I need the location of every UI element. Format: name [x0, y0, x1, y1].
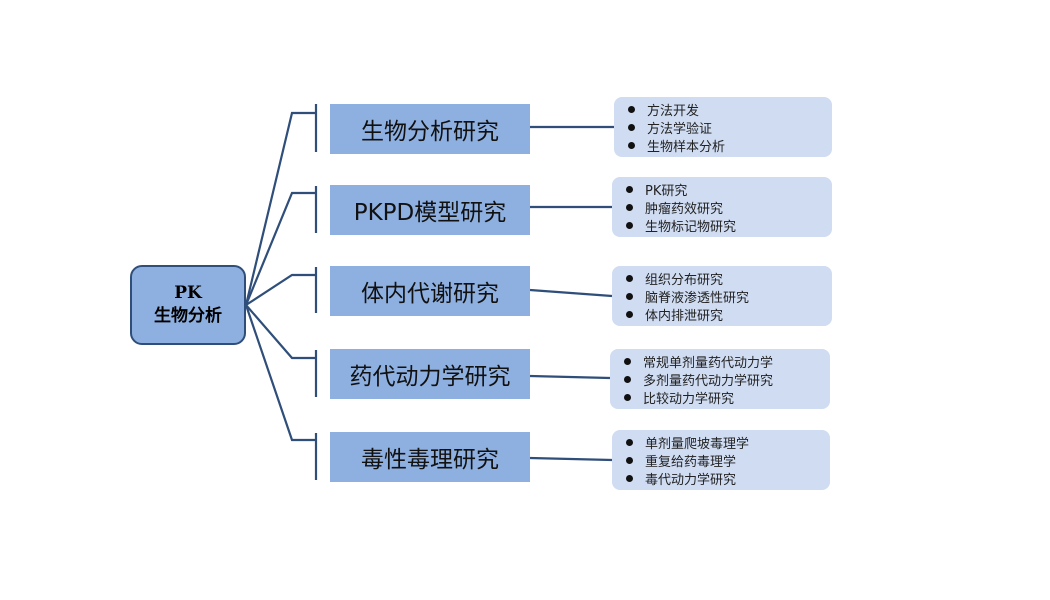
list-item: 生物标记物研究	[626, 216, 832, 235]
connector-branch-1	[244, 111, 316, 306]
item-text: PK研究	[645, 183, 688, 199]
bullet-icon	[626, 474, 633, 482]
bullet-icon	[626, 456, 633, 464]
list-item: PK研究	[626, 180, 832, 199]
connector-branch-3	[245, 273, 316, 306]
item-text: 方法开发	[647, 103, 700, 119]
bullet-icon	[626, 292, 633, 300]
link-4	[529, 374, 611, 380]
item-text: 重复给药毒理学	[645, 454, 737, 470]
list-item: 生物样本分析	[628, 136, 832, 155]
item-text: 常规单剂量药代动力学	[643, 355, 774, 371]
link-3	[529, 288, 613, 298]
list-item: 肿瘤药效研究	[626, 198, 832, 217]
list-item: 多剂量药代动力学研究	[624, 370, 830, 389]
list-item: 方法学验证	[628, 118, 832, 137]
list-item: 组织分布研究	[626, 269, 832, 288]
list-item: 单剂量爬坡毒理学	[626, 433, 830, 452]
list-item: 毒代动力学研究	[626, 469, 830, 488]
connector-branch-4	[245, 304, 316, 360]
bullet-icon	[624, 375, 631, 383]
topic-box-4: 药代动力学研究	[330, 349, 530, 399]
item-text: 体内排泄研究	[645, 308, 724, 324]
bullet-icon	[626, 310, 633, 318]
root-title: PK	[174, 283, 202, 304]
bullet-icon	[628, 123, 635, 131]
item-text: 单剂量爬坡毒理学	[645, 436, 750, 452]
list-item: 体内排泄研究	[626, 305, 832, 324]
list-item: 常规单剂量药代动力学	[624, 352, 830, 371]
topic-box-3: 体内代谢研究	[330, 266, 530, 316]
detail-box-4: 常规单剂量药代动力学 多剂量药代动力学研究 比较动力学研究	[610, 349, 830, 409]
item-text: 脑脊液渗透性研究	[645, 290, 750, 306]
bullet-icon	[628, 105, 635, 113]
connector-branch-5	[244, 304, 316, 442]
topic-label: 药代动力学研究	[349, 364, 511, 390]
topic-label: 体内代谢研究	[361, 281, 499, 307]
topic-box-5: 毒性毒理研究	[330, 432, 530, 482]
topic-box-2: PKPD模型研究	[330, 185, 530, 235]
detail-box-3: 组织分布研究 脑脊液渗透性研究 体内排泄研究	[612, 266, 832, 326]
item-text: 方法学验证	[647, 121, 713, 137]
topic-label: PKPD模型研究	[353, 200, 507, 226]
item-text: 生物标记物研究	[645, 219, 737, 235]
item-text: 肿瘤药效研究	[645, 201, 724, 217]
item-text: 多剂量药代动力学研究	[643, 373, 774, 389]
link-5	[529, 456, 613, 462]
item-text: 毒代动力学研究	[645, 472, 737, 488]
bullet-icon	[626, 438, 633, 446]
list-item: 脑脊液渗透性研究	[626, 287, 832, 306]
bullet-icon	[626, 185, 633, 193]
topic-label: 生物分析研究	[361, 119, 499, 145]
bullet-icon	[626, 221, 633, 229]
detail-box-1: 方法开发 方法学验证 生物样本分析	[614, 97, 832, 157]
list-item: 比较动力学研究	[624, 388, 830, 407]
bullet-icon	[624, 357, 631, 365]
bullet-icon	[626, 203, 633, 211]
bullet-icon	[628, 141, 635, 149]
detail-box-2: PK研究 肿瘤药效研究 生物标记物研究	[612, 177, 832, 237]
list-item: 重复给药毒理学	[626, 451, 830, 470]
root-node: PK 生物分析	[130, 265, 246, 345]
detail-box-5: 单剂量爬坡毒理学 重复给药毒理学 毒代动力学研究	[612, 430, 830, 490]
item-text: 比较动力学研究	[643, 391, 735, 407]
bullet-icon	[626, 274, 633, 282]
item-text: 生物样本分析	[647, 139, 726, 155]
list-item: 方法开发	[628, 100, 832, 119]
topic-box-1: 生物分析研究	[330, 104, 530, 154]
item-text: 组织分布研究	[645, 272, 724, 288]
root-subtitle: 生物分析	[154, 306, 222, 326]
bullet-icon	[624, 393, 631, 401]
connector-branch-2	[244, 191, 316, 306]
topic-label: 毒性毒理研究	[361, 447, 499, 473]
